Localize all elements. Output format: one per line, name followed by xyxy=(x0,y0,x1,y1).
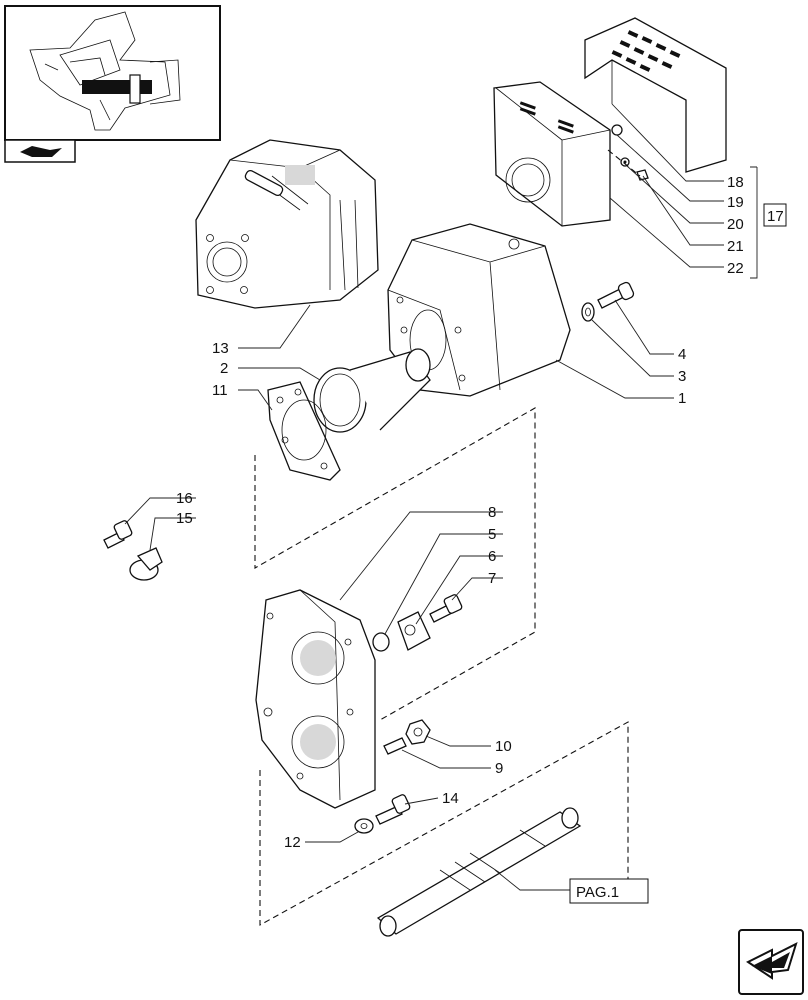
part-15-plug xyxy=(129,547,163,581)
part-8-flange-plate xyxy=(255,589,376,809)
part-3-washer xyxy=(581,302,595,322)
part-11-gasket xyxy=(267,381,341,481)
part-number-labels: 18 19 20 21 22 17 4 3 1 13 2 11 16 15 8 … xyxy=(176,174,787,851)
label-20: 20 xyxy=(727,216,744,233)
leader-lines xyxy=(124,103,758,891)
label-16: 16 xyxy=(176,490,193,507)
label-3: 3 xyxy=(678,368,686,385)
part-7-screw xyxy=(429,594,463,623)
label-4: 4 xyxy=(678,346,686,363)
locator-thumbnail[interactable] xyxy=(4,5,221,163)
label-21: 21 xyxy=(727,238,744,255)
fastener-group-19-21 xyxy=(607,124,649,181)
drive-shaft xyxy=(376,807,582,937)
label-7: 7 xyxy=(488,570,496,587)
assembly-outline-lower xyxy=(259,721,629,926)
part-12-washer xyxy=(354,818,374,834)
part-10-nut xyxy=(405,719,431,745)
group-17-box xyxy=(763,203,787,227)
page-reference-label: PAG.1 xyxy=(576,884,619,901)
part-13-cover xyxy=(195,139,379,309)
label-14: 14 xyxy=(442,790,459,807)
label-6: 6 xyxy=(488,548,496,565)
label-12: 12 xyxy=(284,834,301,851)
label-19: 19 xyxy=(727,194,744,211)
label-17: 17 xyxy=(767,208,784,225)
label-13: 13 xyxy=(212,340,229,357)
part-2-coupling-sleeve xyxy=(313,348,431,433)
part-18-upper-guard xyxy=(584,17,727,173)
page-reference-link[interactable]: PAG.1 xyxy=(569,878,649,904)
next-page-button[interactable] xyxy=(738,929,804,995)
label-11: 11 xyxy=(212,382,228,399)
label-8: 8 xyxy=(488,504,496,521)
label-5: 5 xyxy=(488,526,496,543)
label-10: 10 xyxy=(495,738,512,755)
label-2: 2 xyxy=(220,360,228,377)
part-6-plug xyxy=(397,611,431,651)
label-9: 9 xyxy=(495,760,503,777)
part-5-o-ring xyxy=(372,632,390,652)
label-15: 15 xyxy=(176,510,193,527)
assembly-outline-upper xyxy=(254,407,536,721)
return-arrow-icon xyxy=(20,146,62,157)
label-1: 1 xyxy=(678,390,686,407)
part-16-screw xyxy=(103,520,133,549)
label-22: 22 xyxy=(727,260,744,277)
part-9-stud xyxy=(383,737,407,755)
part-22-guard xyxy=(493,81,611,227)
part-14-screw xyxy=(375,794,411,825)
part-4-screw xyxy=(597,281,635,309)
label-18: 18 xyxy=(727,174,744,191)
